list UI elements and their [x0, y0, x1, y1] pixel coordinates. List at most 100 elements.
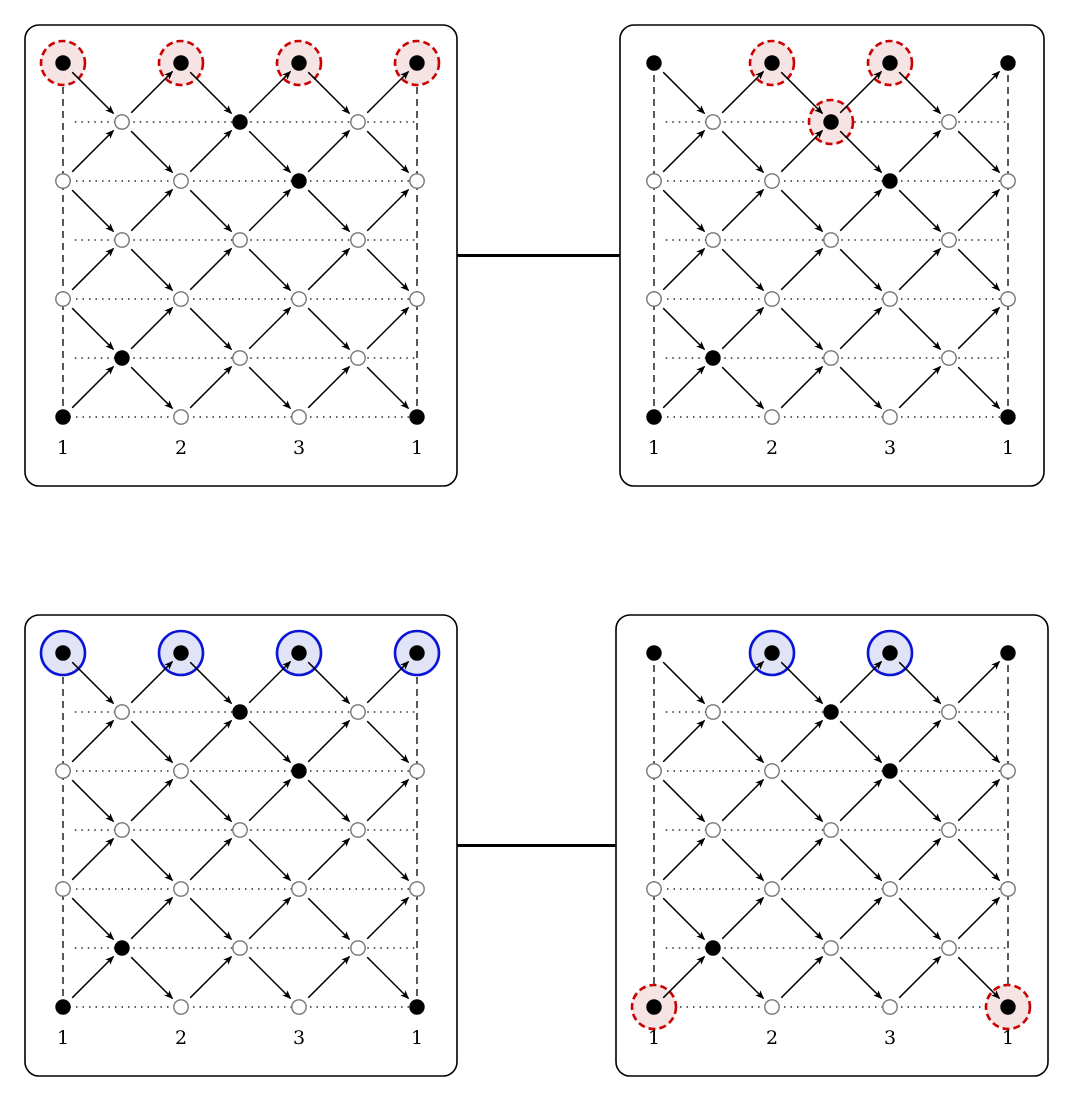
directed-edge-arrow [898, 837, 942, 881]
empty-node [882, 999, 898, 1015]
directed-edge-arrow [662, 365, 706, 409]
directed-edge-arrow [189, 897, 233, 941]
column-label: 2 [766, 1027, 778, 1049]
directed-edge-arrow [189, 779, 233, 823]
filled-node [55, 645, 71, 661]
empty-node [764, 881, 780, 897]
directed-edge-arrow [307, 71, 351, 115]
empty-node [114, 232, 130, 248]
directed-edge-arrow [721, 896, 765, 940]
empty-node [232, 822, 248, 838]
filled-node [705, 350, 721, 366]
empty-node [291, 881, 307, 897]
panel-connectors [457, 254, 620, 847]
column-label: 1 [648, 437, 660, 459]
directed-edge-arrow [130, 778, 174, 822]
empty-node [350, 232, 366, 248]
filled-node [291, 763, 307, 779]
empty-node [114, 114, 130, 130]
filled-node [1000, 999, 1016, 1015]
directed-edge-arrow [780, 307, 824, 351]
empty-node [350, 822, 366, 838]
directed-edge-arrow [130, 720, 174, 764]
directed-edge-arrow [780, 129, 824, 173]
directed-edge-arrow [71, 837, 115, 881]
directed-edge-arrow [898, 719, 942, 763]
empty-node [823, 940, 839, 956]
directed-edge-arrow [307, 661, 351, 705]
filled-node [882, 55, 898, 71]
empty-node [114, 704, 130, 720]
empty-node [55, 763, 71, 779]
directed-edge-arrow [898, 189, 942, 233]
filled-node [646, 55, 662, 71]
directed-edge-arrow [248, 188, 292, 232]
directed-edge-arrow [366, 660, 410, 704]
directed-edge-arrow [780, 955, 824, 999]
directed-edge-arrow [721, 778, 765, 822]
directed-edge-arrow [721, 956, 765, 1000]
directed-edge-arrow [839, 660, 883, 704]
directed-edge-arrow [248, 248, 292, 292]
filled-node [409, 645, 425, 661]
empty-node [291, 291, 307, 307]
directed-edge-arrow [366, 778, 410, 822]
directed-edge-arrow [189, 837, 233, 881]
empty-node [705, 232, 721, 248]
directed-edge-arrow [130, 188, 174, 232]
empty-node [173, 999, 189, 1015]
directed-edge-arrow [662, 661, 706, 705]
empty-node [173, 173, 189, 189]
column-label: 1 [1002, 1027, 1014, 1049]
directed-edge-arrow [366, 956, 410, 1000]
empty-node [823, 350, 839, 366]
empty-node [173, 881, 189, 897]
directed-edge-arrow [780, 719, 824, 763]
directed-edge-arrow [721, 838, 765, 882]
empty-node [173, 763, 189, 779]
directed-edge-arrow [662, 129, 706, 173]
directed-edge-arrow [248, 838, 292, 882]
empty-node [291, 409, 307, 425]
directed-edge-arrow [957, 838, 1001, 882]
empty-node [941, 350, 957, 366]
empty-node [350, 350, 366, 366]
empty-node [823, 232, 839, 248]
empty-node [764, 173, 780, 189]
directed-edge-arrow [189, 71, 233, 115]
empty-node [764, 763, 780, 779]
directed-edge-arrow [839, 188, 883, 232]
directed-edge-arrow [839, 896, 883, 940]
column-label: 2 [766, 437, 778, 459]
empty-node [55, 291, 71, 307]
directed-edge-arrow [366, 896, 410, 940]
directed-edge-arrow [71, 71, 115, 115]
directed-edge-arrow [71, 897, 115, 941]
filled-node [882, 763, 898, 779]
filled-node [646, 409, 662, 425]
column-label: 3 [293, 437, 305, 459]
empty-node [705, 114, 721, 130]
empty-node [1000, 763, 1016, 779]
directed-edge-arrow [780, 189, 824, 233]
directed-edge-arrow [721, 366, 765, 410]
filled-node [55, 55, 71, 71]
directed-edge-arrow [189, 719, 233, 763]
empty-node [646, 881, 662, 897]
directed-edge-arrow [248, 660, 292, 704]
column-label: 3 [884, 437, 896, 459]
directed-edge-arrow [662, 779, 706, 823]
directed-edge-arrow [839, 130, 883, 174]
directed-edge-arrow [780, 247, 824, 291]
directed-edge-arrow [189, 189, 233, 233]
column-label: 1 [57, 437, 69, 459]
filled-node [646, 999, 662, 1015]
filled-node [646, 645, 662, 661]
filled-node [409, 55, 425, 71]
directed-edge-arrow [71, 661, 115, 705]
column-label: 3 [884, 1027, 896, 1049]
directed-edge-arrow [662, 955, 706, 999]
